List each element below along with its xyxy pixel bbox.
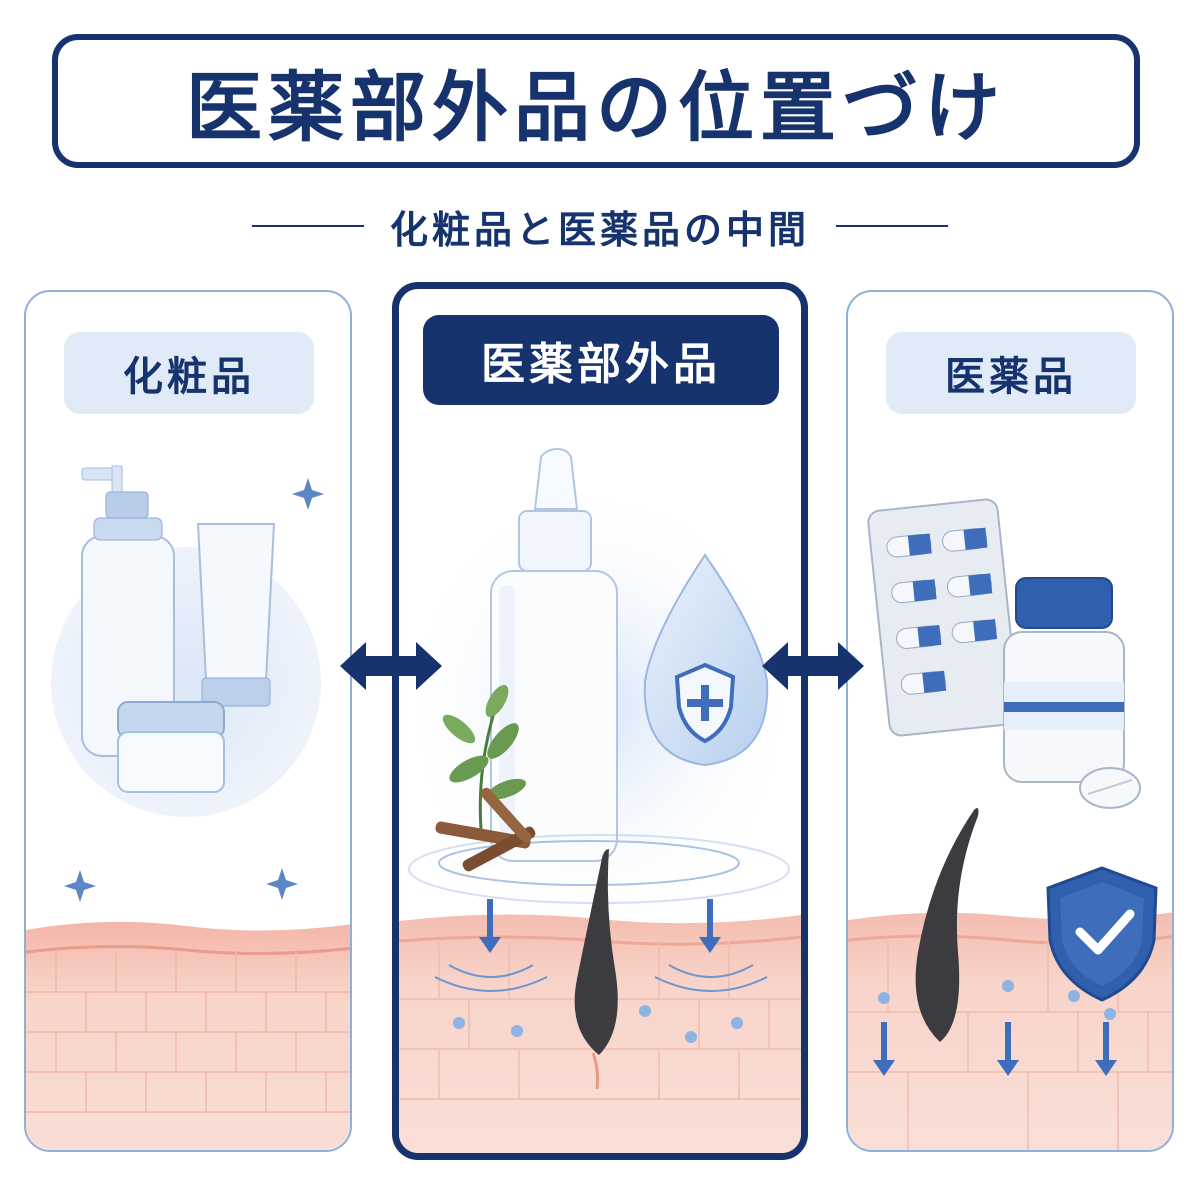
page-title: 医薬部外品の位置づけ	[186, 63, 1006, 152]
quasi-drug-panel: 医薬部外品	[392, 282, 808, 1160]
hair-icon	[915, 808, 979, 1042]
down-arrow-icon	[873, 1022, 895, 1076]
subtitle: 化粧品と医薬品の中間	[389, 207, 810, 252]
sparkle-icon	[292, 478, 324, 510]
root-icon	[435, 787, 536, 872]
down-arrow-icon	[699, 899, 721, 953]
herb-icon	[442, 684, 526, 830]
medicine-bottle-icon	[1003, 577, 1125, 783]
shield-check-icon	[1046, 866, 1158, 1002]
sparkle-icon	[64, 870, 96, 902]
cosmetics-illustration	[26, 465, 350, 1150]
title-box: 医薬部外品の位置づけ	[52, 34, 1140, 168]
blister-pack-icon	[867, 498, 1020, 737]
subtitle-line-left	[251, 225, 364, 227]
cosmetics-panel: 化粧品	[24, 290, 352, 1152]
subtitle-line-right	[836, 225, 948, 227]
skin-layer	[26, 921, 350, 1150]
quasi-drug-label: 医薬部外品	[423, 315, 779, 405]
cosmetics-label: 化粧品	[64, 332, 314, 414]
jar-icon	[117, 701, 225, 793]
tube-icon	[196, 523, 276, 707]
down-arrow-icon	[997, 1022, 1019, 1076]
hair-icon	[574, 849, 618, 1055]
medicine-label: 医薬品	[886, 332, 1136, 414]
subtitle-row: 化粧品と医薬品の中間	[0, 196, 1200, 256]
skin-layer	[399, 849, 801, 1153]
double-arrow-icon	[762, 642, 864, 690]
medicine-panel: 医薬品	[846, 290, 1174, 1152]
water-drop-icon	[643, 553, 769, 767]
medicine-illustration	[848, 498, 1172, 1150]
down-arrow-icon	[479, 899, 501, 953]
double-arrow-icon	[340, 642, 442, 690]
quasi-drug-illustration	[399, 447, 801, 1153]
sparkle-icon	[266, 868, 298, 900]
down-arrow-icon	[1095, 1022, 1117, 1076]
